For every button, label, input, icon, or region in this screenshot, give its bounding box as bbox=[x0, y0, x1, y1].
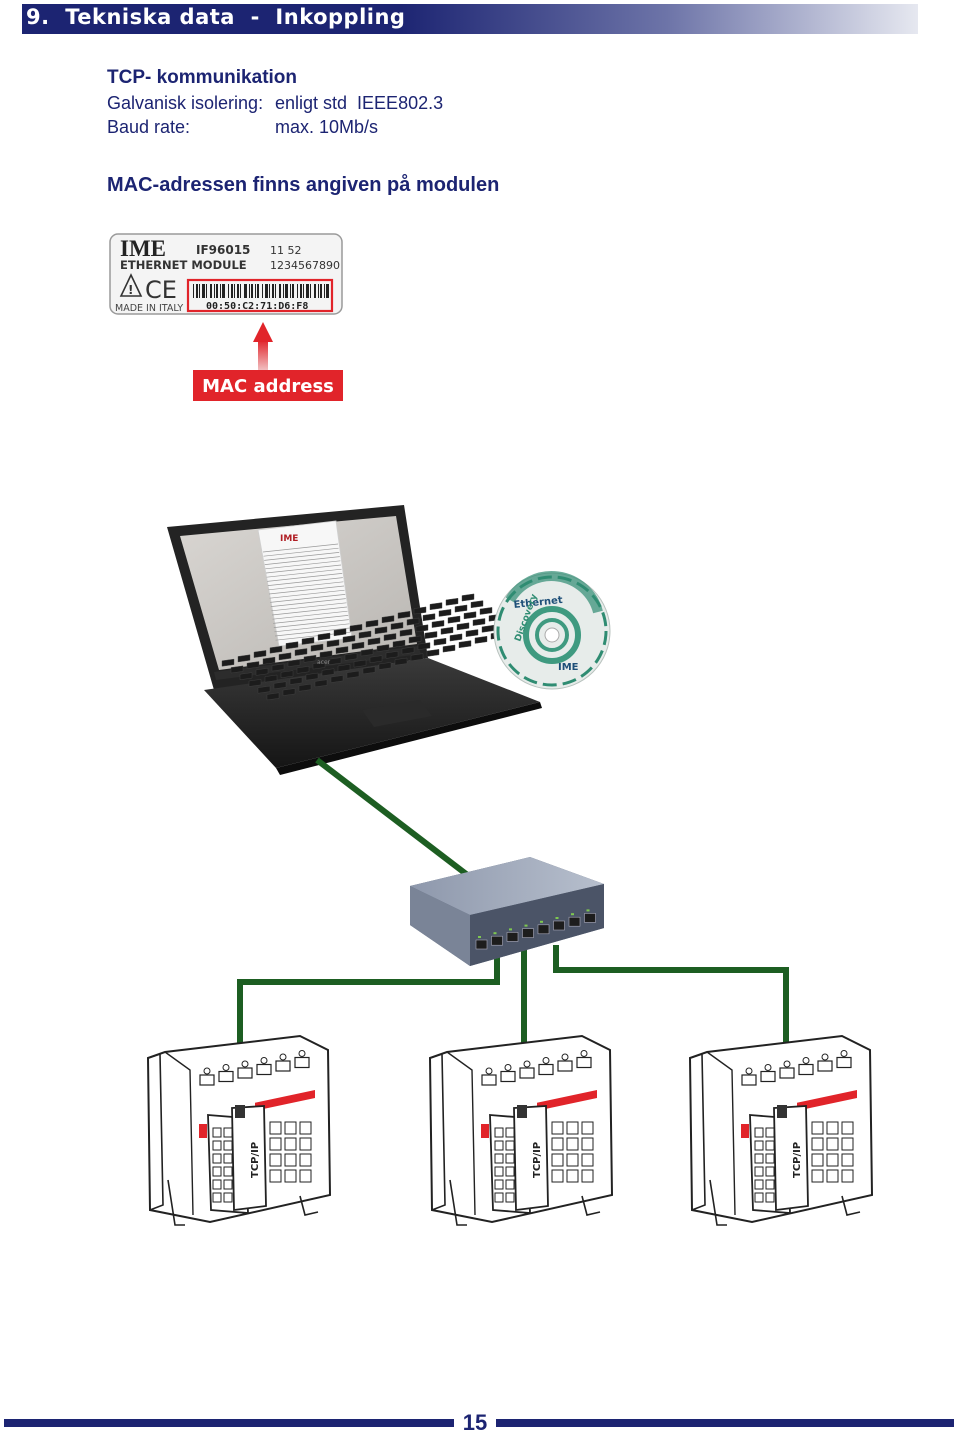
laptop-image: IME acer bbox=[167, 505, 542, 775]
meter-tcpip-label: TCP/IP bbox=[532, 1142, 543, 1178]
meter-tcpip-label: TCP/IP bbox=[250, 1142, 261, 1178]
ethernet-switch-image bbox=[410, 857, 604, 966]
mac-arrow-icon bbox=[253, 322, 273, 342]
meter-3: TCP/IP bbox=[688, 1034, 874, 1226]
laptop-brand: acer bbox=[317, 659, 331, 666]
mac-callout-box bbox=[193, 370, 343, 401]
mac-highlight-box bbox=[186, 278, 334, 313]
baud-value: max. 10Mb/s bbox=[275, 117, 379, 137]
touchpad bbox=[362, 700, 432, 727]
warning-icon bbox=[119, 273, 143, 297]
label-module-name: ETHERNET MODULE bbox=[120, 258, 247, 272]
label-mac: 00:50:C2:71:D6:F8 bbox=[206, 301, 308, 312]
cable-laptop-switch bbox=[315, 757, 476, 883]
baud-label: Baud rate: bbox=[107, 117, 191, 137]
meter-2: TCP/IP bbox=[428, 1034, 614, 1226]
section-title: 9. Tekniska data - Inkoppling bbox=[26, 5, 406, 29]
footer-bar-left bbox=[4, 1419, 454, 1427]
label-model: IF96015 bbox=[196, 243, 250, 257]
page-number: 15 bbox=[462, 1410, 488, 1435]
svg-text:!: ! bbox=[128, 283, 133, 297]
meter-1: TCP/IP bbox=[146, 1034, 332, 1226]
cd-disc-image: Ethernet Discovery IME bbox=[493, 571, 611, 690]
label-brand: IME bbox=[120, 236, 166, 261]
mac-note: MAC-adressen finns angiven på modulen bbox=[107, 174, 500, 196]
section-header: 9. Tekniska data - Inkoppling bbox=[22, 4, 918, 34]
footer-bar-right bbox=[496, 1419, 954, 1427]
meter-tcpip-label: TCP/IP bbox=[792, 1142, 803, 1178]
screen-doc-lines bbox=[262, 543, 351, 641]
cd-brand: IME bbox=[558, 662, 579, 673]
keyboard bbox=[221, 593, 520, 701]
tcp-heading: TCP- kommunikation bbox=[107, 67, 298, 88]
switch-ports bbox=[475, 909, 596, 950]
isolation-label: Galvanisk isolering: bbox=[107, 93, 264, 113]
mac-arrow-shaft bbox=[258, 340, 268, 372]
ce-mark-icon: CE bbox=[145, 276, 177, 304]
isolation-value: enligt std IEEE802.3 bbox=[275, 93, 444, 113]
module-label-card: IME IF96015 11 52 ETHERNET MODULE 123456… bbox=[109, 233, 343, 315]
cd-title: Ethernet bbox=[513, 595, 563, 611]
label-week: 11 52 bbox=[270, 244, 302, 257]
meters-group: TCP/IP TCP/IP TCP/IP bbox=[146, 1034, 874, 1226]
barcode-icon bbox=[193, 284, 329, 298]
label-serial: 1234567890 bbox=[270, 259, 340, 272]
label-made-in: MADE IN ITALY bbox=[115, 303, 183, 314]
screen-doc-brand: IME bbox=[280, 534, 298, 544]
mac-callout-text: MAC address bbox=[202, 376, 334, 397]
